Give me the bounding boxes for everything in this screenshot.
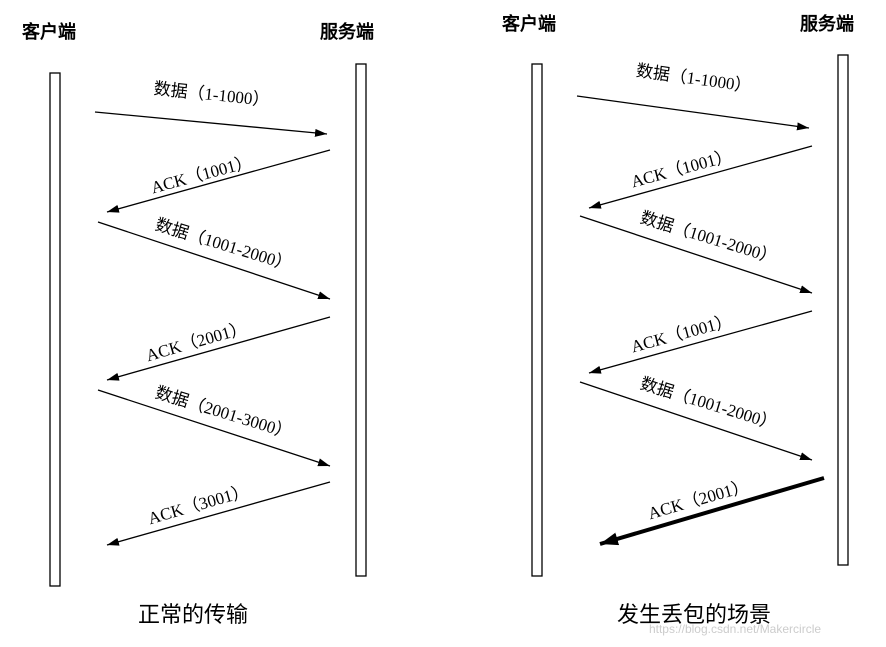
client-lifeline xyxy=(49,72,61,587)
message-label: ACK（3001） xyxy=(146,481,251,528)
message-arrow-data xyxy=(97,389,331,467)
message-arrow-ack xyxy=(106,149,331,213)
client-endpoint-label: 客户端 xyxy=(502,13,556,34)
message-arrow-ack xyxy=(588,310,813,374)
server-endpoint-label: 服务端 xyxy=(800,13,854,34)
message-arrow-data xyxy=(579,215,813,294)
message-arrow-data xyxy=(94,111,328,137)
message-arrow-ack xyxy=(106,481,331,546)
message-label: 数据（1-1000） xyxy=(635,61,753,96)
server-lifeline xyxy=(837,54,849,566)
panel-packet-loss: 客户端 服务端 数据（1-1000） ACK（1001） 数据（1001-200… xyxy=(502,13,854,627)
client-endpoint-label: 客户端 xyxy=(22,21,76,42)
message-arrow-data xyxy=(576,95,810,131)
message-label: 数据（1001-2000） xyxy=(153,215,294,275)
message-label: ACK（2001） xyxy=(144,318,249,365)
server-endpoint-label: 服务端 xyxy=(320,21,374,42)
server-lifeline xyxy=(355,63,367,577)
message-arrow-ack-bold xyxy=(599,476,825,546)
message-label: ACK（1001） xyxy=(629,146,734,191)
panel-caption: 发生丢包的场景 xyxy=(617,602,771,627)
message-label: 数据（2001-3000） xyxy=(153,383,294,443)
message-arrow-data xyxy=(97,221,331,300)
panel-caption: 正常的传输 xyxy=(138,602,248,627)
message-label: ACK（1001） xyxy=(149,152,254,197)
panel-normal-transmission: 客户端 服务端 数据（1-1000） ACK（1001） 数据（1001-200… xyxy=(22,21,374,627)
watermark-text: https://blog.csdn.net/Makercircle xyxy=(649,622,821,636)
message-label: 数据（1-1000） xyxy=(153,79,271,110)
message-arrow-ack xyxy=(106,316,331,381)
client-lifeline xyxy=(531,63,543,577)
message-label: ACK（1001） xyxy=(629,311,734,356)
message-arrow-ack xyxy=(588,145,813,209)
message-arrow-data xyxy=(579,381,813,461)
